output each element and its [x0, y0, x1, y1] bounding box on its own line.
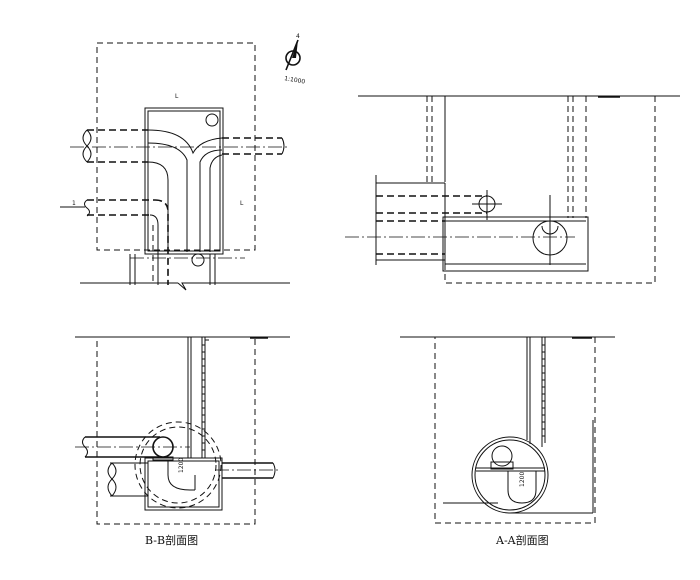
- section-aa-title: A-A剖面图: [495, 533, 549, 547]
- svg-text:4: 4: [296, 33, 300, 40]
- svg-text:L: L: [240, 200, 244, 207]
- section-aa: 1200 A-A剖面图: [400, 336, 615, 547]
- section-bb-title: B-B剖面图: [145, 533, 198, 547]
- svg-text:1200: 1200: [178, 458, 185, 473]
- north-arrow-icon: 4 1:1000: [284, 33, 306, 86]
- scale-label: 1:1000: [284, 75, 306, 86]
- section-bb: 1200 B-B剖面图: [75, 336, 290, 547]
- svg-text:1: 1: [72, 200, 76, 207]
- ladder-ticks: [202, 344, 205, 451]
- svg-text:1200: 1200: [519, 472, 526, 487]
- elevation-view: [345, 95, 680, 284]
- plan-view: 1 L L: [60, 42, 290, 291]
- svg-text:L: L: [175, 93, 179, 100]
